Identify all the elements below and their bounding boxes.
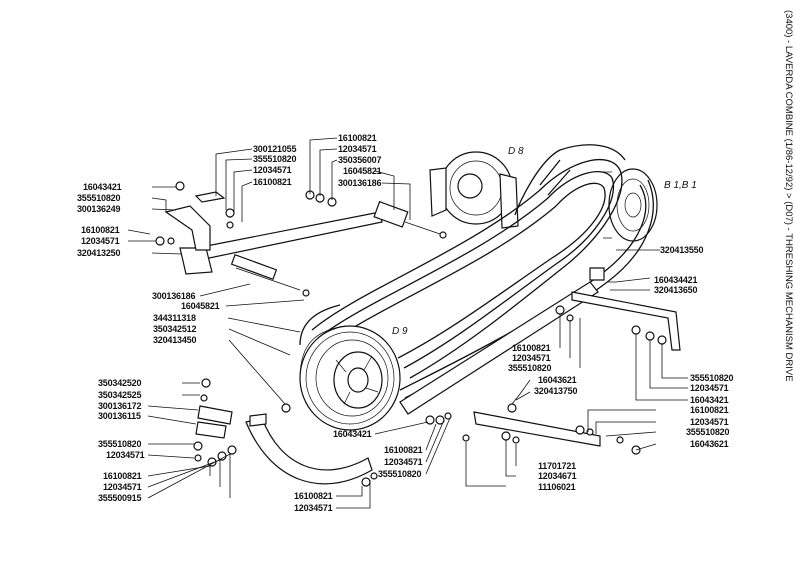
part-label: 344311318 (153, 313, 196, 323)
page-title: (3400) - LAVERDA COMBINE (1/86-12/92) > … (782, 10, 794, 530)
part-label: 355510820 (690, 373, 733, 383)
part-label: 355510820 (98, 439, 141, 449)
part-label: 16043621 (538, 375, 577, 385)
part-number-labels: 300121055 355510820 12034571 16100821 16… (77, 133, 734, 513)
part-label: 16045821 (181, 301, 220, 311)
part-label: 16043621 (690, 439, 729, 449)
part-label: 300136115 (98, 411, 141, 421)
part-label: 355510820 (686, 427, 729, 437)
part-label: 320413250 (77, 248, 120, 258)
part-label: 16100821 (294, 491, 333, 501)
part-label: 12034571 (106, 450, 145, 460)
part-label: 16045821 (343, 166, 382, 176)
leader-lines (127, 137, 688, 509)
part-label: 16100821 (512, 343, 551, 353)
part-label: 12034571 (690, 383, 729, 393)
part-label: 11106021 (538, 482, 576, 492)
part-label: 12034571 (81, 236, 120, 246)
page-title-text: (3400) - LAVERDA COMBINE (1/86-12/92) > … (783, 10, 794, 382)
part-label: 16043421 (333, 429, 372, 439)
ref-d8: D 8 (508, 146, 524, 157)
part-label: 320413550 (660, 245, 703, 255)
part-label: 16100821 (103, 471, 142, 481)
part-label: 16043421 (690, 395, 729, 405)
part-label: 16100821 (81, 225, 120, 235)
part-label: 12034571 (384, 457, 423, 467)
part-label: 12034571 (253, 165, 292, 175)
part-label: 350342512 (153, 324, 196, 334)
belt-guard (195, 405, 373, 485)
part-label: 12034571 (690, 417, 729, 427)
part-label: 16100821 (253, 177, 292, 187)
part-label: 320413750 (534, 386, 577, 396)
part-label: 355510820 (378, 469, 421, 479)
part-label: 355500915 (98, 493, 141, 503)
part-label: 11701721 (538, 461, 576, 471)
part-label: 355510820 (77, 193, 120, 203)
upper-pulley-d8 (429, 151, 519, 229)
part-label: 300121055 (253, 144, 296, 154)
part-label: 300136249 (77, 204, 120, 214)
part-label: 320413450 (153, 335, 196, 345)
part-label: 12034671 (538, 471, 577, 481)
part-label: 12034571 (512, 353, 551, 363)
part-label: 300136186 (338, 178, 381, 188)
lower-pulley-d9 (299, 325, 401, 431)
part-label: 300136186 (152, 291, 195, 301)
hardware-fasteners (155, 181, 667, 487)
ref-b1b1: B 1,B 1 (664, 180, 697, 191)
part-label: 16043421 (83, 182, 122, 192)
upper-tension-arm (164, 191, 447, 297)
part-label: 350356007 (338, 155, 381, 165)
part-label: 12034571 (338, 144, 377, 154)
ref-d9: D 9 (392, 326, 408, 337)
part-label: 16100821 (338, 133, 377, 143)
part-label: 12034571 (103, 482, 142, 492)
part-label: 355510820 (253, 154, 296, 164)
drawing-artwork (127, 137, 688, 509)
part-label: 350342520 (98, 378, 141, 388)
lower-tension-arm (399, 267, 681, 447)
part-label: 320413650 (654, 285, 697, 295)
part-label: 160434421 (654, 275, 697, 285)
part-label: 16100821 (690, 405, 729, 415)
part-label: 16100821 (384, 445, 423, 455)
part-label: 355510820 (508, 363, 551, 373)
part-label: 300136172 (98, 401, 141, 411)
part-label: 12034571 (294, 503, 333, 513)
part-label: 350342525 (98, 390, 141, 400)
